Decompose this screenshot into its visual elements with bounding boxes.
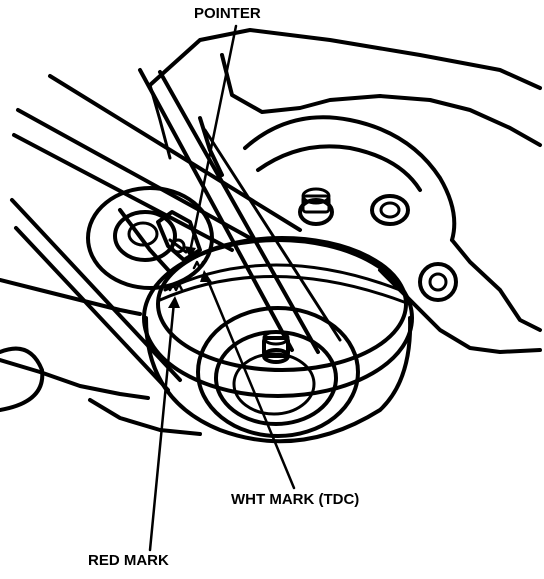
crankshaft-pulley <box>142 236 414 444</box>
block-bolts <box>298 187 410 226</box>
timing-marks <box>168 260 205 292</box>
wht-mark-label: WHT MARK (TDC) <box>231 491 360 508</box>
pointer-label: POINTER <box>194 5 261 22</box>
engine-block <box>0 28 542 436</box>
arrow-up-icon <box>168 296 180 308</box>
arrow-up-icon <box>200 270 212 282</box>
arrow-down-icon <box>184 246 196 258</box>
red-mark-label: RED MARK <box>88 552 169 569</box>
callout-leaders <box>148 24 296 552</box>
pointer-leader-line <box>188 24 238 254</box>
red-mark-leader-line <box>148 300 176 552</box>
wht-mark-leader-line <box>204 274 296 490</box>
drive-belts <box>10 68 342 392</box>
